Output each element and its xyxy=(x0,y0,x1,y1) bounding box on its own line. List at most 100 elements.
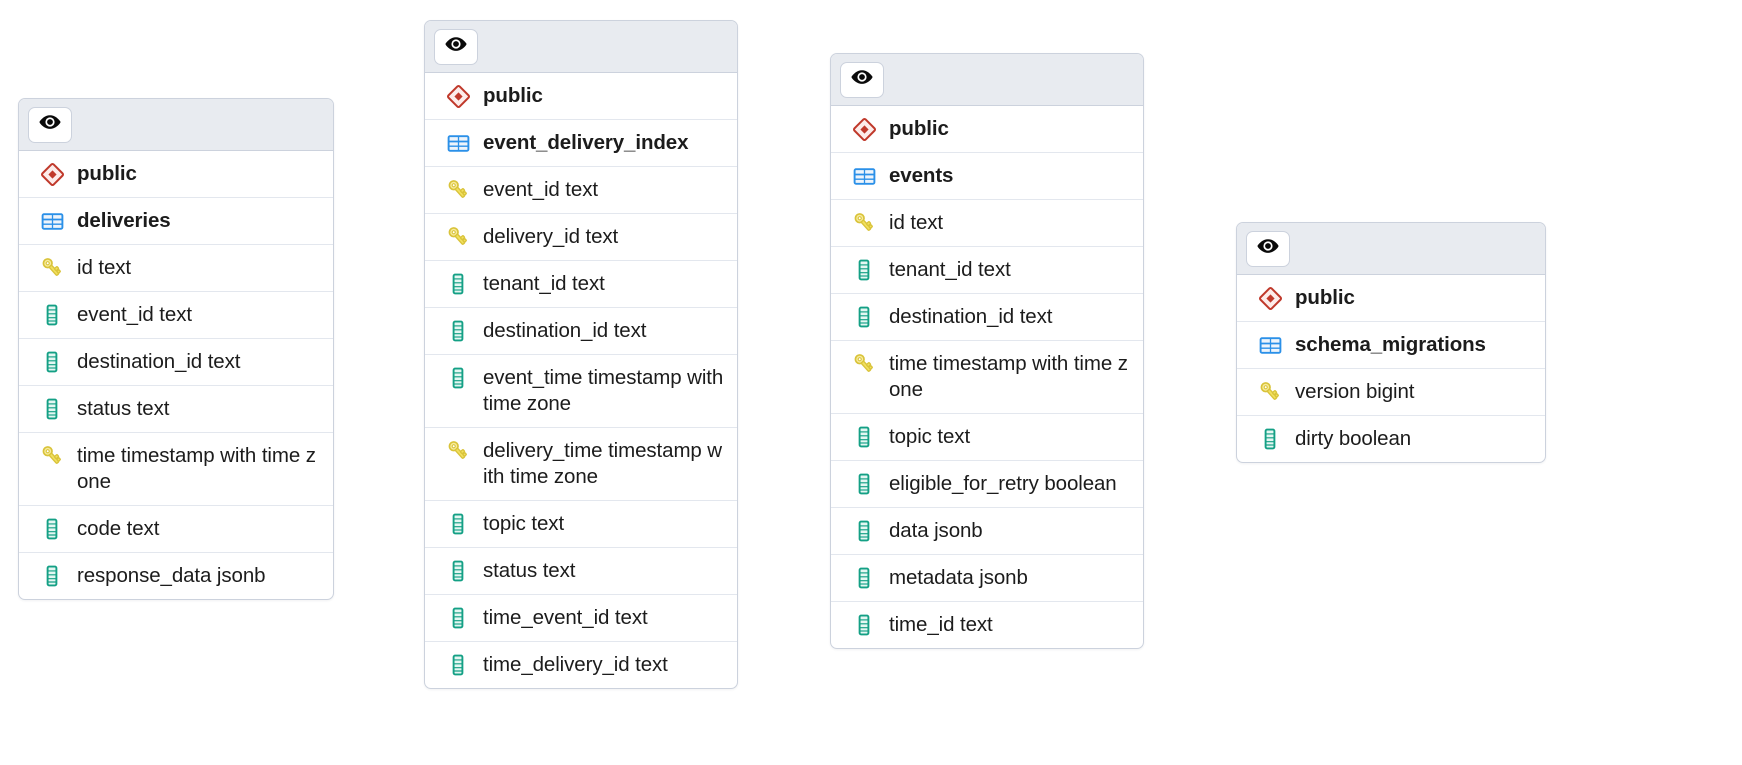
key-icon xyxy=(851,210,877,236)
column-row[interactable]: time_delivery_id text xyxy=(425,642,737,688)
table-card-header xyxy=(19,99,333,151)
column-row[interactable]: dirty boolean xyxy=(1237,416,1545,462)
column-row[interactable]: destination_id text xyxy=(831,294,1143,341)
table-icon xyxy=(39,208,65,234)
column-icon xyxy=(445,318,471,344)
column-label: delivery_time timestamp with time zone xyxy=(483,439,723,488)
key-icon xyxy=(1257,379,1283,405)
column-icon xyxy=(39,302,65,328)
column-label: destination_id text xyxy=(889,305,1053,328)
schema-row[interactable]: public xyxy=(1237,275,1545,322)
column-row[interactable]: version bigint xyxy=(1237,369,1545,416)
schema-icon xyxy=(1257,285,1283,311)
column-row[interactable]: delivery_id text xyxy=(425,214,737,261)
key-icon xyxy=(851,351,877,377)
column-row[interactable]: status text xyxy=(19,386,333,433)
table-card-header xyxy=(425,21,737,73)
schema-row[interactable]: public xyxy=(425,73,737,120)
column-row[interactable]: eligible_for_retry boolean xyxy=(831,461,1143,508)
column-row[interactable]: time timestamp with time zone xyxy=(19,433,333,506)
table-name: schema_migrations xyxy=(1295,333,1486,356)
column-label: tenant_id text xyxy=(889,258,1011,281)
column-label: event_id text xyxy=(483,178,598,201)
column-row[interactable]: time timestamp with time zone xyxy=(831,341,1143,414)
column-label: dirty boolean xyxy=(1295,427,1412,450)
schema-name: public xyxy=(483,84,543,107)
visibility-toggle-button[interactable] xyxy=(28,106,72,143)
column-row[interactable]: event_time timestamp with time zone xyxy=(425,355,737,428)
eye-icon xyxy=(1255,233,1281,264)
column-row[interactable]: tenant_id text xyxy=(831,247,1143,294)
table-name-row[interactable]: events xyxy=(831,153,1143,200)
column-label: destination_id text xyxy=(77,350,241,373)
column-label: status text xyxy=(483,559,576,582)
column-row[interactable]: data jsonb xyxy=(831,508,1143,555)
eye-icon xyxy=(443,31,469,62)
schema-row[interactable]: public xyxy=(19,151,333,198)
table-name-row[interactable]: deliveries xyxy=(19,198,333,245)
column-icon xyxy=(445,605,471,631)
table-icon xyxy=(851,163,877,189)
table-card-header xyxy=(831,54,1143,106)
column-label: code text xyxy=(77,517,160,540)
column-label: time timestamp with time zone xyxy=(77,444,316,493)
column-row[interactable]: time_id text xyxy=(831,602,1143,648)
column-row[interactable]: topic text xyxy=(831,414,1143,461)
column-icon xyxy=(445,511,471,537)
column-row[interactable]: event_id text xyxy=(19,292,333,339)
schema-row[interactable]: public xyxy=(831,106,1143,153)
column-label: version bigint xyxy=(1295,380,1415,403)
key-icon xyxy=(445,224,471,250)
column-label: eligible_for_retry boolean xyxy=(889,472,1117,495)
column-label: time timestamp with time zone xyxy=(889,352,1128,401)
table-card-event_delivery_index[interactable]: public event_delivery_index event_id text d… xyxy=(424,20,738,689)
column-row[interactable]: delivery_time timestamp with time zone xyxy=(425,428,737,501)
column-icon xyxy=(851,257,877,283)
column-label: event_time timestamp with time zone xyxy=(483,366,724,415)
visibility-toggle-button[interactable] xyxy=(840,61,884,98)
table-name: events xyxy=(889,164,954,187)
column-label: topic text xyxy=(483,512,565,535)
column-icon xyxy=(851,424,877,450)
column-label: status text xyxy=(77,397,170,420)
table-card-events[interactable]: public events id text tenant_id text destina… xyxy=(830,53,1144,649)
eye-icon xyxy=(849,64,875,95)
eye-icon xyxy=(37,109,63,140)
schema-name: public xyxy=(1295,286,1355,309)
column-icon xyxy=(851,518,877,544)
table-icon xyxy=(445,130,471,156)
schema-name: public xyxy=(77,162,137,185)
schema-icon xyxy=(39,161,65,187)
column-icon xyxy=(445,365,471,391)
column-row[interactable]: code text xyxy=(19,506,333,553)
key-icon xyxy=(39,443,65,469)
column-row[interactable]: topic text xyxy=(425,501,737,548)
column-row[interactable]: id text xyxy=(831,200,1143,247)
column-row[interactable]: time_event_id text xyxy=(425,595,737,642)
schema-icon xyxy=(445,83,471,109)
column-label: id text xyxy=(889,211,943,234)
column-row[interactable]: destination_id text xyxy=(425,308,737,355)
column-icon xyxy=(851,304,877,330)
column-row[interactable]: metadata jsonb xyxy=(831,555,1143,602)
table-name-row[interactable]: schema_migrations xyxy=(1237,322,1545,369)
column-icon xyxy=(445,271,471,297)
column-row[interactable]: id text xyxy=(19,245,333,292)
column-label: time_event_id text xyxy=(483,606,648,629)
table-name-row[interactable]: event_delivery_index xyxy=(425,120,737,167)
column-row[interactable]: tenant_id text xyxy=(425,261,737,308)
column-row[interactable]: event_id text xyxy=(425,167,737,214)
column-label: data jsonb xyxy=(889,519,983,542)
column-label: tenant_id text xyxy=(483,272,605,295)
column-row[interactable]: response_data jsonb xyxy=(19,553,333,599)
column-row[interactable]: destination_id text xyxy=(19,339,333,386)
table-name: event_delivery_index xyxy=(483,131,689,154)
column-icon xyxy=(39,396,65,422)
visibility-toggle-button[interactable] xyxy=(1246,230,1290,267)
column-row[interactable]: status text xyxy=(425,548,737,595)
column-label: delivery_id text xyxy=(483,225,619,248)
visibility-toggle-button[interactable] xyxy=(434,28,478,65)
